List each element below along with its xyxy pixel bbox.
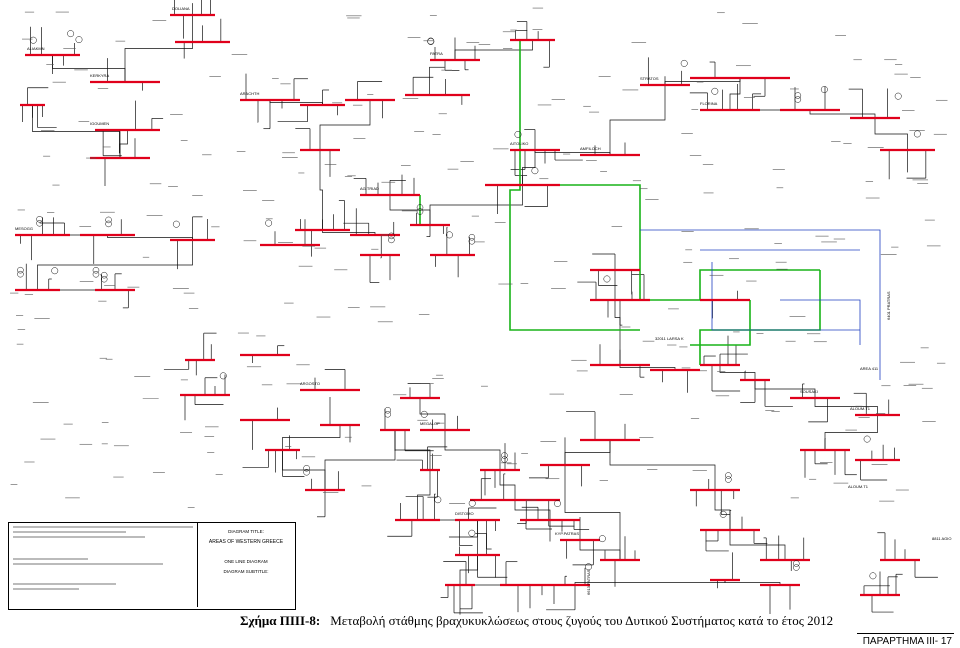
- bus-name: STRATOS: [640, 76, 659, 81]
- area-label: 32011 LARSA K: [655, 336, 684, 341]
- bus-name: PATRA: [430, 51, 443, 56]
- diagram-note: ALOUM.T1: [848, 484, 869, 489]
- legend-panel: [9, 523, 198, 607]
- figure-caption-text: Μεταβολή στάθμης βραχυκυκλώσεως στους ζυ…: [330, 613, 834, 628]
- one-line-diagram: ALIAKMN KERKYRA DOLIANA IGOUMEN ARACHTH STRAT…: [10, 0, 952, 615]
- bus-name: SOUSAKI: [800, 389, 818, 394]
- area-boundaries: [640, 229, 881, 380]
- diagram-title: AREAS OF WESTERN GREECE: [208, 539, 284, 545]
- title-block: DIAGRAM TITLE: AREAS OF WESTERN GREECE O…: [8, 522, 296, 610]
- bus-name: MEGALOP: [420, 421, 440, 426]
- bus-name: ARGOSTO: [300, 381, 320, 386]
- bus-name: DISTOMO: [455, 511, 474, 516]
- bus-name: KERKYRA: [90, 73, 109, 78]
- bus-name: ALOUM.T1: [850, 406, 871, 411]
- bus-name: IGOUMEN: [90, 121, 109, 126]
- bus-labels: ALIAKMN KERKYRA DOLIANA IGOUMEN ARACHTH STRAT…: [15, 6, 952, 595]
- bus-name: KYP.PATRAS: [555, 531, 579, 536]
- area-label: 6613 PATRAS: [586, 569, 591, 595]
- diagram-type: ONE LINE DIAGRAM: [224, 559, 268, 564]
- figure-caption: Σχήμα ΠΙΙΙ-8: Μεταβολή στάθμης βραχυκυκλώ…: [240, 613, 833, 629]
- bus-name: MESOGG: [15, 226, 33, 231]
- diagram-note: 8811 AGIO: [932, 536, 952, 541]
- diagram-title-label: DIAGRAM TITLE:: [228, 529, 264, 534]
- transmission-lines: [20, 0, 938, 615]
- bus-name: ALIAKMN: [27, 46, 45, 51]
- appendix-page-label: ΠΑΡΑΡΤΗΜΑ ΙΙΙ- 17: [856, 633, 955, 647]
- devices: [10, 7, 948, 580]
- bus-name: AMFILOCH: [580, 146, 601, 151]
- area-label: 6401 PRATRAS: [886, 291, 891, 320]
- diagram-subtitle-label: DIAGRAM SUBTITLE:: [223, 569, 269, 574]
- bus-name: AG.TRIAD: [360, 186, 379, 191]
- bus-name: ARACHTH: [240, 91, 259, 96]
- bus-name: DOLIANA: [172, 6, 190, 11]
- figure-number: Σχήμα ΠΙΙΙ-8:: [240, 613, 321, 628]
- bus-name: FLORINA: [700, 101, 718, 106]
- bus-name: AITOLIKO: [510, 141, 528, 146]
- area-label: AREA 411: [860, 366, 879, 371]
- buses: [15, 13, 935, 597]
